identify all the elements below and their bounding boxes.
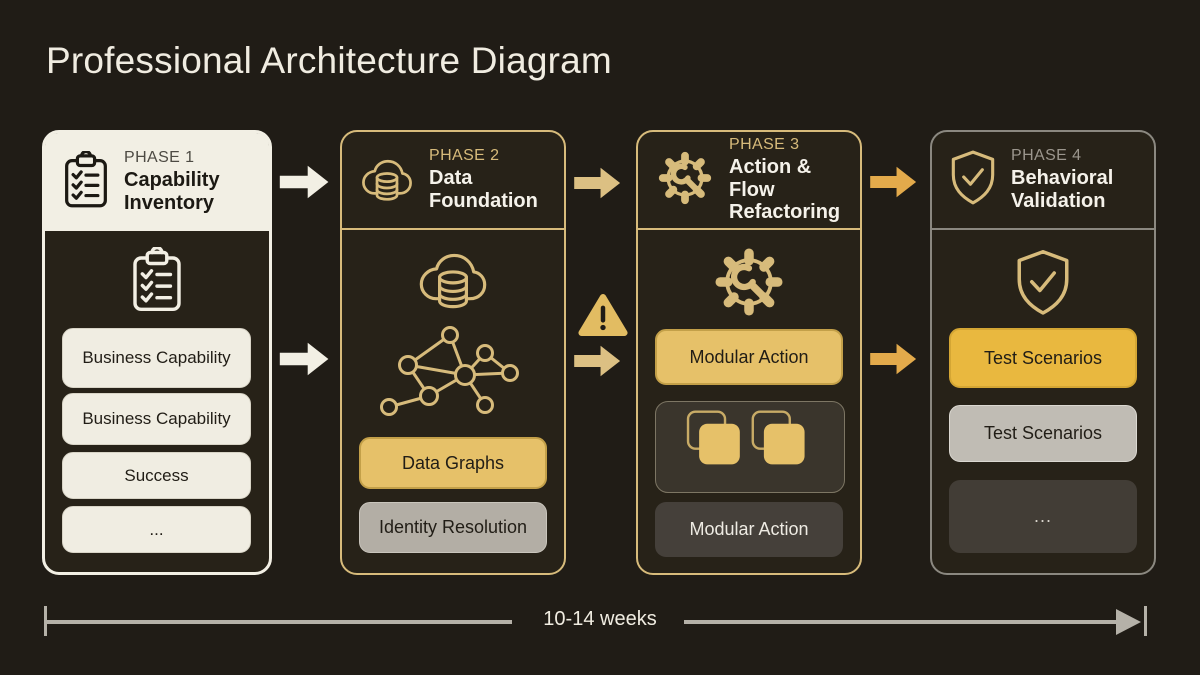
clipboard-checklist-icon [129, 245, 185, 318]
right-block-arrow-icon [574, 167, 621, 199]
timeline-arrowhead-icon [1116, 608, 1141, 635]
list-item: Data Graphs [359, 437, 547, 489]
right-block-arrow-icon [870, 343, 917, 375]
timeline-line [44, 620, 512, 624]
list-item: Business Capability [62, 328, 251, 388]
list-item: Identity Resolution [359, 502, 547, 553]
clipboard-checklist-icon [61, 149, 111, 214]
stacked-squares-panel [655, 401, 845, 493]
phase3-card: PHASE 3 Action & Flow Refactoring [636, 130, 862, 575]
phase2-title: Data Foundation [429, 167, 538, 212]
page-title: Professional Architecture Diagram [46, 40, 612, 81]
phase1-title: Capability Inventory [124, 169, 220, 214]
stacked-squares-icon [680, 408, 820, 487]
phase3-header: PHASE 3 Action & Flow Refactoring [638, 132, 860, 230]
phase3-label: PHASE 3 [729, 136, 800, 154]
phase4-title: Behavioral Validation [1011, 167, 1114, 212]
phase1-header: PHASE 1 Capability Inventory [45, 133, 269, 231]
list-item: Modular Action [655, 502, 843, 557]
phase1-body: Business Capability Business Capability … [45, 231, 269, 572]
phase2-body: Data Graphs Identity Resolution [342, 230, 564, 573]
right-block-arrow-icon [574, 345, 621, 377]
timeline-end-tick [1144, 606, 1147, 636]
phase3-title: Action & Flow Refactoring [729, 156, 841, 224]
phase1-card: PHASE 1 Capability Inventory Business [42, 130, 272, 575]
cloud-database-icon [358, 152, 416, 209]
timeline-label: 10-14 weeks [543, 608, 657, 630]
list-item: Business Capability [62, 393, 251, 445]
phase4-header: PHASE 4 Behavioral Validation [932, 132, 1154, 230]
list-item: ... [62, 506, 251, 553]
gear-wrench-icon [709, 242, 789, 327]
network-graph-icon [367, 323, 539, 440]
phase2-header: PHASE 2 Data Foundation [342, 132, 564, 230]
phase4-label: PHASE 4 [1011, 147, 1082, 165]
list-item: Modular Action [655, 329, 843, 385]
gear-wrench-icon [654, 147, 716, 214]
phase1-label: PHASE 1 [124, 149, 195, 167]
phase3-body: Modular Action Modular Action [638, 230, 860, 573]
right-block-arrow-icon [870, 166, 917, 198]
list-item: Success [62, 452, 251, 499]
warning-triangle-icon [578, 294, 628, 336]
list-item: ... [949, 480, 1137, 553]
right-block-arrow-icon [279, 165, 329, 199]
phase4-body: Test Scenarios Test Scenarios ... [932, 230, 1154, 573]
cloud-database-icon [414, 244, 492, 317]
phase2-card: PHASE 2 Data Foundation [340, 130, 566, 575]
right-block-arrow-icon [279, 342, 329, 376]
shield-check-icon [948, 149, 998, 212]
timeline-line [684, 620, 1118, 624]
phase2-label: PHASE 2 [429, 147, 500, 165]
shield-check-icon [1012, 248, 1074, 323]
phase4-card: PHASE 4 Behavioral Validation Test Scena… [930, 130, 1156, 575]
list-item: Test Scenarios [949, 328, 1137, 388]
list-item: Test Scenarios [949, 405, 1137, 462]
